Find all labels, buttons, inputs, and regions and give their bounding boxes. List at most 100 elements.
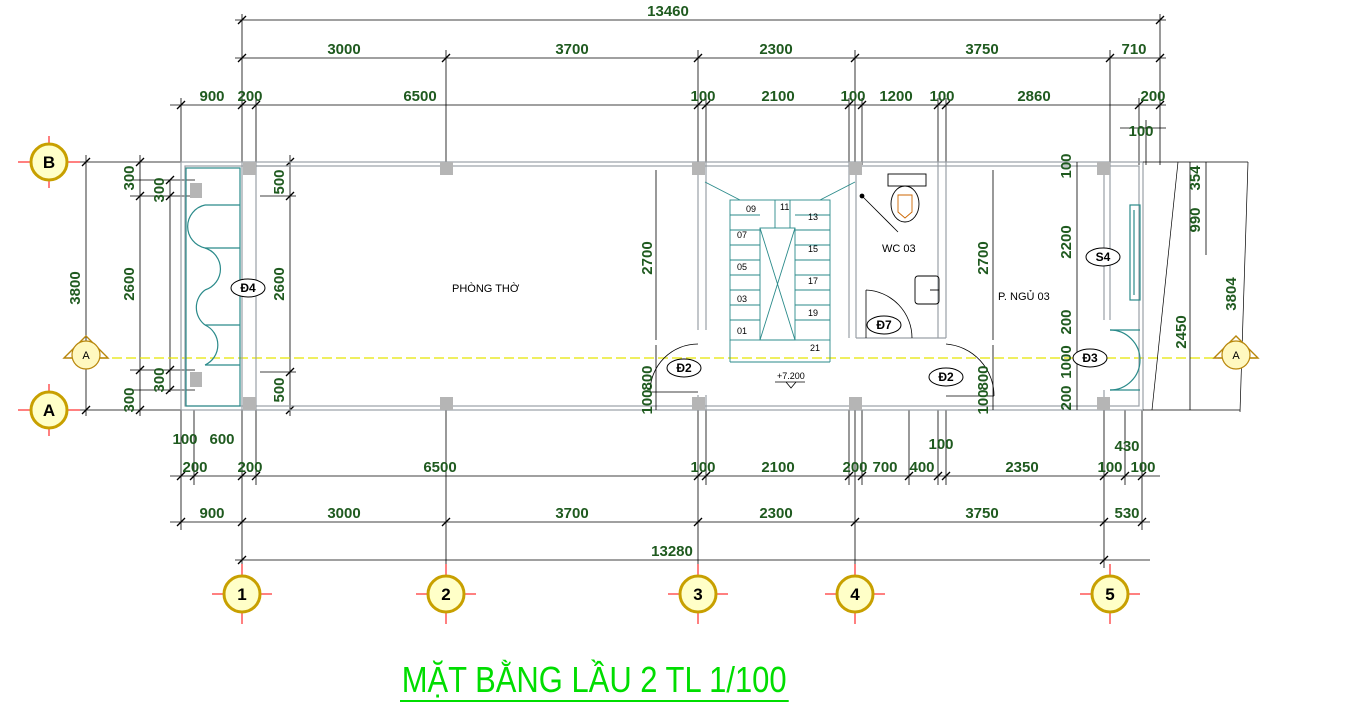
bottom-dim-100-mid: 100 — [928, 436, 953, 453]
left-dim-2600-wall: 2600 — [271, 267, 288, 300]
right-dim-354: 354 — [1187, 165, 1204, 191]
grid-bubble-b: B — [18, 136, 80, 188]
top-dim-3000: 3000 — [327, 41, 360, 58]
bottom-dim-2350: 2350 — [1005, 459, 1038, 476]
top-dim-row3: 900 200 6500 100 2100 100 1200 100 2860 … — [199, 88, 1165, 105]
top-dim-overall: 13460 — [647, 3, 689, 20]
bottom-dim-3700: 3700 — [555, 505, 588, 522]
bottom-dim-700: 700 — [872, 459, 897, 476]
door-tags — [230, 247, 1121, 387]
staircase — [704, 181, 856, 363]
bottom-dim-100c: 100 — [1130, 459, 1155, 476]
stair-step-09: 09 — [746, 204, 756, 214]
door-tag-d2-left-oval — [666, 358, 702, 378]
top-dim-6500: 6500 — [403, 88, 436, 105]
stair-step-07: 07 — [737, 230, 747, 240]
left-dim-300-inner-bottom: 300 — [151, 367, 168, 392]
bottom-dim-row2: 200 200 6500 100 2100 200 700 400 2350 1… — [182, 459, 1155, 476]
grid-bubble-3: 3 — [668, 564, 728, 624]
bottom-dim-430: 430 — [1114, 438, 1139, 455]
top-dim-2100: 2100 — [761, 88, 794, 105]
bottom-dim-530: 530 — [1114, 505, 1139, 522]
bottom-dim-row3: 900 3000 3700 2300 3750 530 — [199, 505, 1139, 522]
right-dimension-lines — [655, 162, 1207, 410]
grid-bubbles: B A 1 2 3 4 — [18, 136, 1140, 624]
grid-label-3: 3 — [693, 585, 702, 604]
right-dim-2450: 2450 — [1173, 315, 1190, 348]
top-dim-200a: 200 — [237, 88, 262, 105]
drawing-title: MẶT BẰNG LẦU 2 TL 1/100 — [400, 659, 789, 702]
bottom-dim-2100: 2100 — [761, 459, 794, 476]
window-tag-s4: S4 — [1096, 250, 1111, 264]
door-tag-d3-oval — [1072, 348, 1108, 368]
bottom-dim-100a: 100 — [690, 459, 715, 476]
right-dim-room-2700: 2700 — [975, 241, 992, 274]
door-tag-d2-left: Đ2 — [676, 361, 692, 375]
right-dim-990: 990 — [1187, 207, 1204, 232]
top-dim-200b: 200 — [1140, 88, 1165, 105]
right-dim-col5-200b: 200 — [1058, 385, 1075, 410]
right-dim-stair-100: 100 — [639, 389, 656, 414]
top-dim-900: 900 — [199, 88, 224, 105]
grid-bubble-4: 4 — [825, 564, 885, 624]
top-dim-710: 710 — [1121, 41, 1146, 58]
window-tag-s4-oval — [1085, 247, 1121, 267]
right-dim-col5-2200: 2200 — [1058, 225, 1075, 258]
columns — [190, 162, 1110, 410]
grid-bubble-2: 2 — [416, 564, 476, 624]
bottom-dim-400: 400 — [909, 459, 934, 476]
door-tag-d2-right-oval — [928, 367, 964, 387]
bottom-dim-100-left: 100 — [172, 431, 197, 448]
toilet-icon — [887, 173, 927, 223]
building-walls — [180, 161, 1144, 411]
bottom-dim-200a: 200 — [182, 459, 207, 476]
top-dim-100a: 100 — [690, 88, 715, 105]
room-label-bedroom: P. NGỦ 03 — [998, 290, 1050, 303]
stair-step-21: 21 — [810, 343, 820, 353]
grid-label-1: 1 — [237, 585, 246, 604]
grid-bubble-1: 1 — [212, 564, 272, 624]
wc-doors — [859, 193, 913, 339]
bottom-dim-200b: 200 — [237, 459, 262, 476]
door-tag-d4-oval — [230, 278, 266, 298]
grid-label-b: B — [43, 153, 55, 172]
bottom-dim-overall: 13280 — [651, 543, 693, 560]
room-label-worship: PHÒNG THỜ — [452, 282, 520, 295]
top-dim-100b: 100 — [840, 88, 865, 105]
right-dim-room-800: 800 — [975, 365, 992, 390]
door-tag-d7-oval — [866, 315, 902, 335]
section-mark-right: A — [1212, 335, 1260, 370]
right-dim-room-100: 100 — [975, 389, 992, 414]
section-mark-right-label: A — [1232, 350, 1240, 362]
section-mark-left: A — [62, 335, 110, 370]
right-facade — [1143, 161, 1249, 413]
left-dim-3800: 3800 — [67, 271, 84, 304]
stair-step-05: 05 — [737, 262, 747, 272]
bottom-dim-100b: 100 — [1097, 459, 1122, 476]
top-dim-2860: 2860 — [1017, 88, 1050, 105]
top-dim-100c: 100 — [929, 88, 954, 105]
door-tag-d7: Đ7 — [876, 318, 892, 332]
top-dim-2300: 2300 — [759, 41, 792, 58]
grid-label-a: A — [43, 401, 55, 420]
door-tag-d2-right: Đ2 — [938, 370, 954, 384]
grid-bubble-a: A — [18, 384, 80, 436]
balcony-railing — [185, 167, 1141, 407]
bottom-dimension-ticks — [176, 471, 1147, 565]
left-dim-300-inner-top: 300 — [151, 177, 168, 202]
left-dim-2600: 2600 — [121, 267, 138, 300]
top-dimension-lines — [170, 14, 1166, 165]
level-text: +7.200 — [777, 371, 805, 381]
grid-label-5: 5 — [1105, 585, 1114, 604]
top-dim-1200: 1200 — [879, 88, 912, 105]
top-dim-row2: 3000 3700 2300 3750 710 — [327, 41, 1146, 58]
stair-step-19: 19 — [808, 308, 818, 318]
room-label-wc: WC 03 — [882, 243, 916, 255]
right-dim-stair-800: 800 — [639, 365, 656, 390]
bottom-dim-2300: 2300 — [759, 505, 792, 522]
stair-step-11: 11 — [780, 202, 789, 212]
left-dim-300-top: 300 — [121, 165, 138, 190]
stair-step-numbers: 09 11 13 07 15 05 17 03 19 01 21 — [737, 202, 820, 353]
right-dim-col5-100: 100 — [1058, 153, 1075, 178]
